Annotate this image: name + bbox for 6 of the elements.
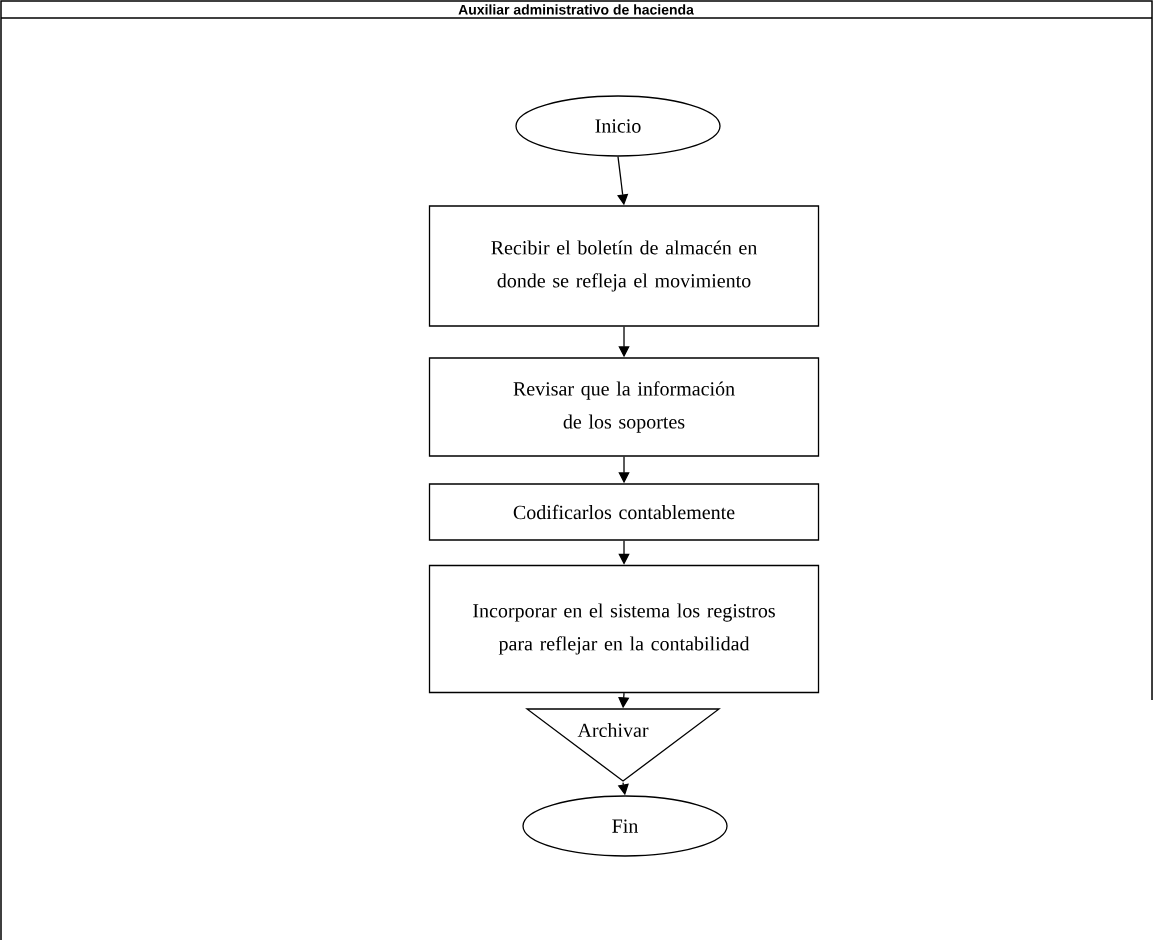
process-box: Recibir el boletín de almacén en donde se refleja el movimiento — [428, 205, 820, 327]
process-box: Incorporar en el sistema los registros para reflejar en la contabilidad — [428, 564, 820, 694]
title: Auxiliar administrativo de hacienda — [458, 4, 694, 15]
process-box: Codificarlos contablemente — [428, 483, 820, 541]
process-box: Revisar que la información de los soportes — [428, 357, 820, 457]
arrow — [618, 540, 630, 565]
